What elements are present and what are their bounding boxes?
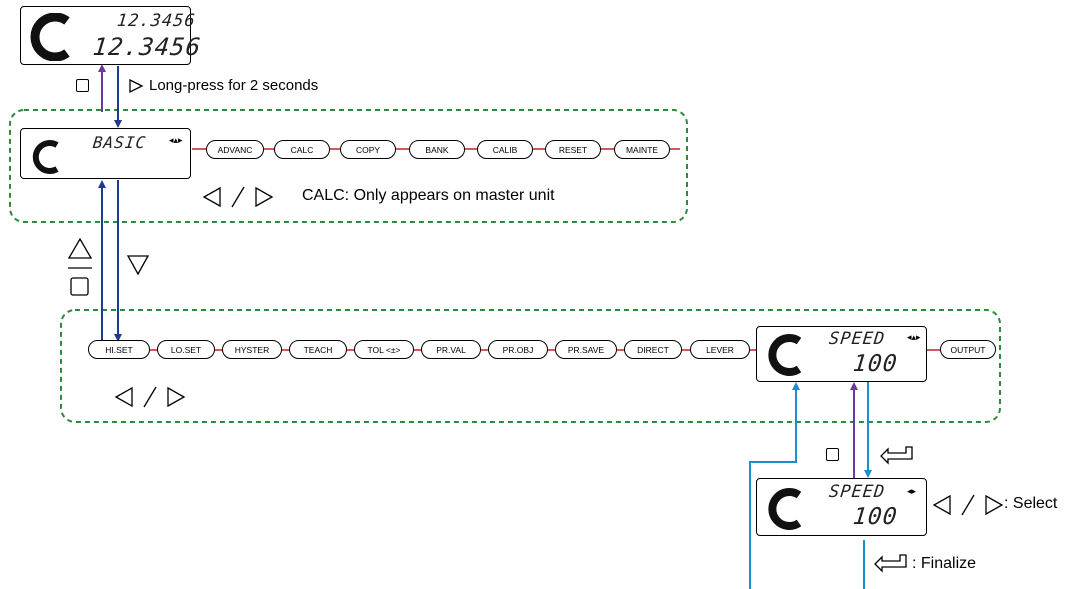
arrow-indicator-icon: ◂▸ bbox=[907, 486, 917, 496]
long-press-label: Long-press for 2 seconds bbox=[149, 77, 319, 94]
basic-display: BASIC ◂▴▸ bbox=[20, 128, 191, 179]
speed-edit-line2: 100 bbox=[851, 504, 899, 530]
menu-copy[interactable]: COPY bbox=[340, 140, 396, 159]
arc-bargraph-icon bbox=[768, 488, 802, 530]
speed-edit-display: SPEED 100 ◂▸ bbox=[756, 478, 927, 536]
setting-teach[interactable]: TEACH bbox=[289, 340, 347, 359]
menu-calc[interactable]: CALC bbox=[274, 140, 330, 159]
menu-mainte[interactable]: MAINTE bbox=[614, 140, 670, 159]
arrow-indicator-icon: ◂▴▸ bbox=[169, 135, 183, 145]
menu-reset[interactable]: RESET bbox=[545, 140, 601, 159]
menu-bank[interactable]: BANK bbox=[409, 140, 465, 159]
calc-note: CALC: Only appears on master unit bbox=[302, 187, 555, 204]
basic-display-text: BASIC bbox=[92, 133, 148, 152]
right-triangle-key-icon bbox=[129, 78, 144, 94]
setting-tol[interactable]: TOL <±> bbox=[354, 340, 414, 359]
setting-lever[interactable]: LEVER bbox=[690, 340, 750, 359]
speed-display: SPEED 100 ◂▴▸ bbox=[756, 326, 927, 382]
arc-bargraph-icon bbox=[768, 334, 802, 376]
enter-key-icon bbox=[874, 554, 907, 573]
left-right-keys-icon bbox=[114, 386, 186, 408]
down-triangle-key-icon bbox=[126, 255, 150, 276]
setting-hyster[interactable]: HYSTER bbox=[222, 340, 282, 359]
setting-lo-set[interactable]: LO.SET bbox=[157, 340, 215, 359]
setting-output[interactable]: OUTPUT bbox=[940, 340, 996, 359]
select-label: : Select bbox=[1004, 495, 1058, 512]
menu-calib[interactable]: CALIB bbox=[477, 140, 533, 159]
setting-pr-obj[interactable]: PR.OBJ bbox=[488, 340, 548, 359]
arc-bargraph-icon bbox=[32, 140, 59, 174]
top-display: 12.3456 12.3456 bbox=[20, 6, 203, 65]
basic-group-border bbox=[9, 109, 688, 223]
menu-advanc[interactable]: ADVANC bbox=[206, 140, 264, 159]
finalize-label: : Finalize bbox=[912, 555, 977, 572]
top-display-line1: 12.3456 bbox=[115, 11, 197, 31]
speed-display-line1: SPEED bbox=[827, 329, 887, 349]
top-display-line2: 12.3456 bbox=[91, 33, 203, 61]
speed-edit-line1: SPEED bbox=[827, 482, 887, 502]
square-key-icon bbox=[76, 79, 89, 92]
square-key-icon bbox=[826, 448, 839, 461]
arc-bargraph-icon bbox=[30, 13, 70, 61]
setting-hi-set[interactable]: HI.SET bbox=[88, 340, 150, 359]
speed-display-line2: 100 bbox=[851, 351, 899, 377]
long-press-keys bbox=[76, 79, 89, 97]
setting-pr-val[interactable]: PR.VAL bbox=[421, 340, 481, 359]
setting-pr-save[interactable]: PR.SAVE bbox=[555, 340, 617, 359]
left-right-keys-icon bbox=[202, 186, 274, 208]
left-right-keys-icon bbox=[932, 494, 1004, 516]
enter-key-icon bbox=[880, 446, 913, 465]
up-square-keys-icon bbox=[67, 237, 93, 296]
square-key bbox=[826, 448, 839, 466]
setting-direct[interactable]: DIRECT bbox=[624, 340, 682, 359]
settings-group-border bbox=[60, 309, 1001, 423]
arrow-indicator-icon: ◂▴▸ bbox=[907, 332, 921, 342]
